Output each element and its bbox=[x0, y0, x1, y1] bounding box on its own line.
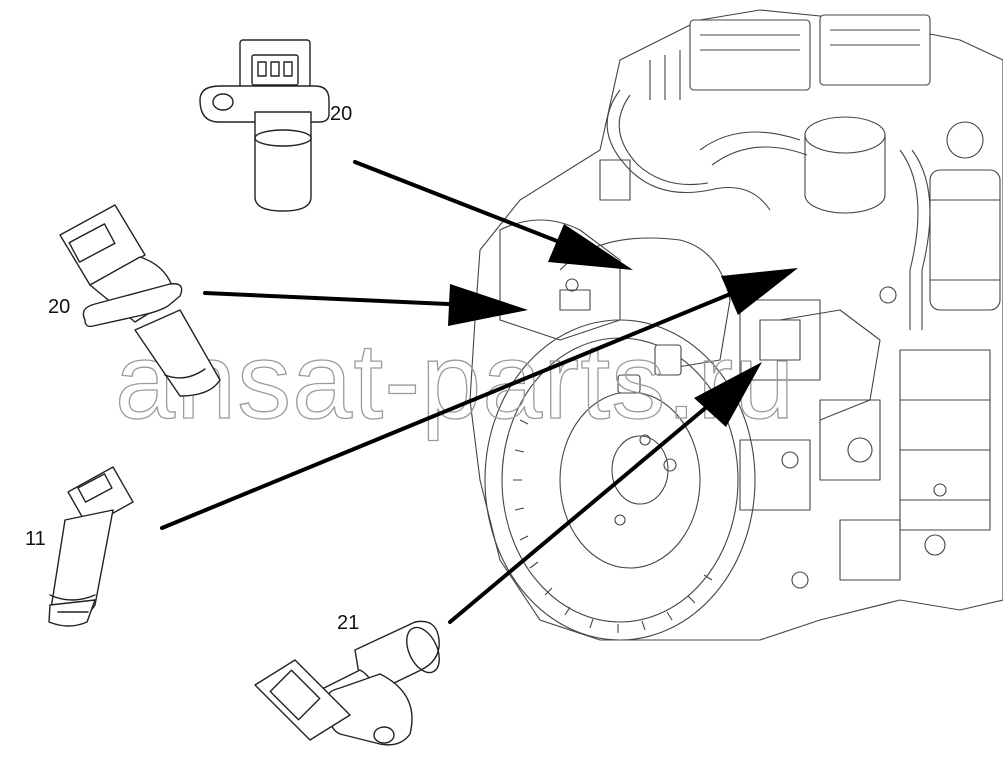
sensor-top-20 bbox=[199, 39, 330, 212]
sensor-lower-left-11 bbox=[48, 466, 134, 627]
callout-label-bottom-21: 21 bbox=[337, 612, 359, 634]
callout-label-lower-left-11: 11 bbox=[25, 528, 46, 550]
sensor-bottom-21 bbox=[254, 620, 440, 746]
watermark-text: ansat-parts.ru bbox=[115, 320, 795, 441]
arrow-lower-left-sensor bbox=[160, 268, 798, 530]
callout-label-left-20: 20 bbox=[48, 296, 70, 318]
callout-label-top-20: 20 bbox=[330, 103, 352, 125]
sensor-left-20 bbox=[59, 204, 221, 397]
arrow-top-sensor bbox=[353, 160, 633, 270]
arrow-bottom-sensor bbox=[448, 362, 762, 624]
engine-illustration bbox=[469, 9, 1003, 641]
arrow-left-sensor bbox=[203, 284, 528, 326]
